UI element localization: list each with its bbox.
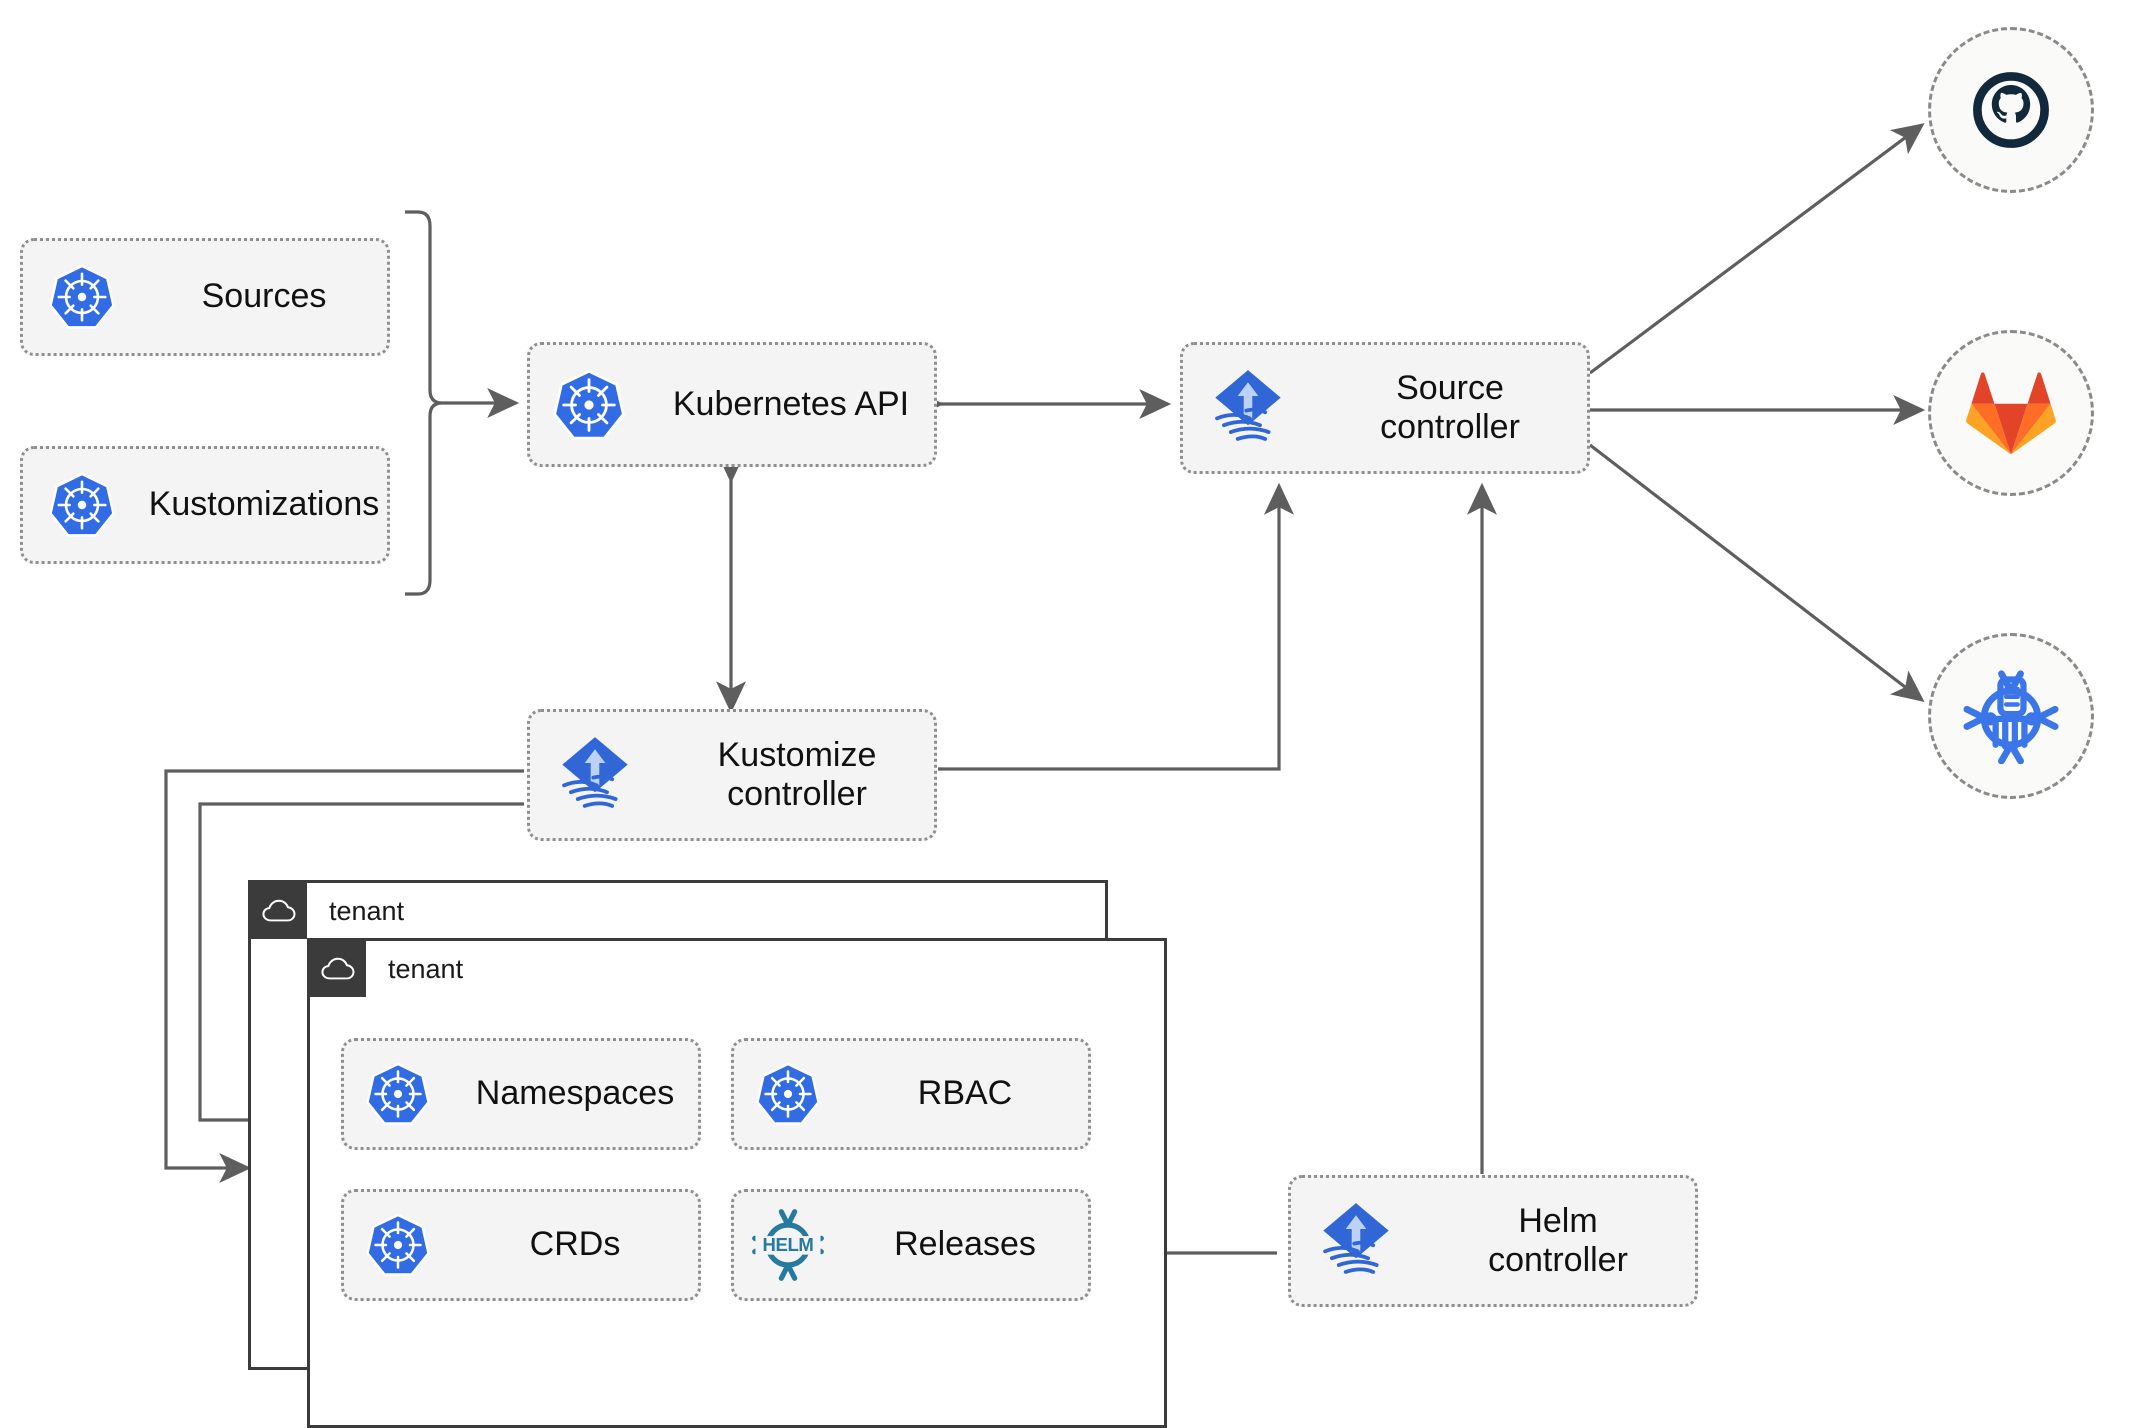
kubernetes-icon: [23, 472, 141, 538]
tenant-name: tenant: [329, 895, 405, 926]
edge-sourcecontroller-helmrepo: [1589, 443, 1925, 702]
kubernetes-icon: [344, 1062, 452, 1126]
node-label: Kustomize controller: [717, 735, 877, 813]
tenant-resource-crds[interactable]: CRDs: [341, 1189, 701, 1301]
node-label: Kustomizations: [148, 485, 380, 524]
kubernetes-icon: [530, 369, 648, 441]
tenant-header: tenant: [251, 883, 404, 939]
svg-text:HELM: HELM: [763, 1234, 814, 1255]
cloud-icon: [310, 941, 366, 997]
flux-icon: [1183, 365, 1313, 451]
node-kustomizations[interactable]: Kustomizations: [20, 446, 390, 564]
tenant-header: tenant: [310, 941, 463, 997]
gitlab-icon: [1966, 372, 2056, 455]
edge-kustomizecontroller-sourcecontroller: [938, 482, 1295, 771]
node-sources[interactable]: Sources: [20, 238, 390, 356]
node-label: Kubernetes API: [672, 384, 910, 423]
node-label: Helm controller: [1488, 1201, 1628, 1279]
github-icon: [1973, 72, 2049, 148]
tenant-panel-inner[interactable]: tenant: [307, 938, 1167, 1428]
tenant-name: tenant: [388, 953, 464, 984]
kubernetes-icon: [734, 1062, 842, 1126]
tenant-resource-releases[interactable]: HELM Releases: [731, 1189, 1091, 1301]
node-label: Sources: [201, 277, 327, 316]
edge-sourcecontroller-github: [1589, 123, 1925, 375]
cloud-icon: [251, 883, 307, 939]
helm-repository-icon: [1963, 670, 2059, 764]
kubernetes-icon: [344, 1213, 452, 1277]
provider-github[interactable]: [1928, 27, 2094, 193]
node-helm-controller[interactable]: Helm controller: [1288, 1175, 1698, 1307]
provider-gitlab[interactable]: [1928, 330, 2094, 496]
resource-label: CRDs: [529, 1225, 621, 1264]
resource-label: Namespaces: [475, 1074, 675, 1113]
kubernetes-icon: [23, 264, 141, 330]
edge-brace: [405, 210, 443, 596]
node-kustomize-controller[interactable]: Kustomize controller: [527, 709, 937, 841]
tenant-resource-rbac[interactable]: RBAC: [731, 1038, 1091, 1150]
provider-helm-repository[interactable]: [1928, 633, 2094, 799]
node-kubernetes-api[interactable]: Kubernetes API: [527, 342, 937, 467]
resource-label: RBAC: [917, 1074, 1013, 1113]
resource-label: Releases: [894, 1225, 1036, 1264]
flux-icon: [1291, 1198, 1421, 1284]
tenant-resource-namespaces[interactable]: Namespaces: [341, 1038, 701, 1150]
helm-icon: HELM: [734, 1208, 842, 1282]
node-source-controller[interactable]: Source controller: [1180, 342, 1590, 474]
node-label: Source controller: [1380, 368, 1520, 446]
flux-icon: [530, 732, 660, 818]
